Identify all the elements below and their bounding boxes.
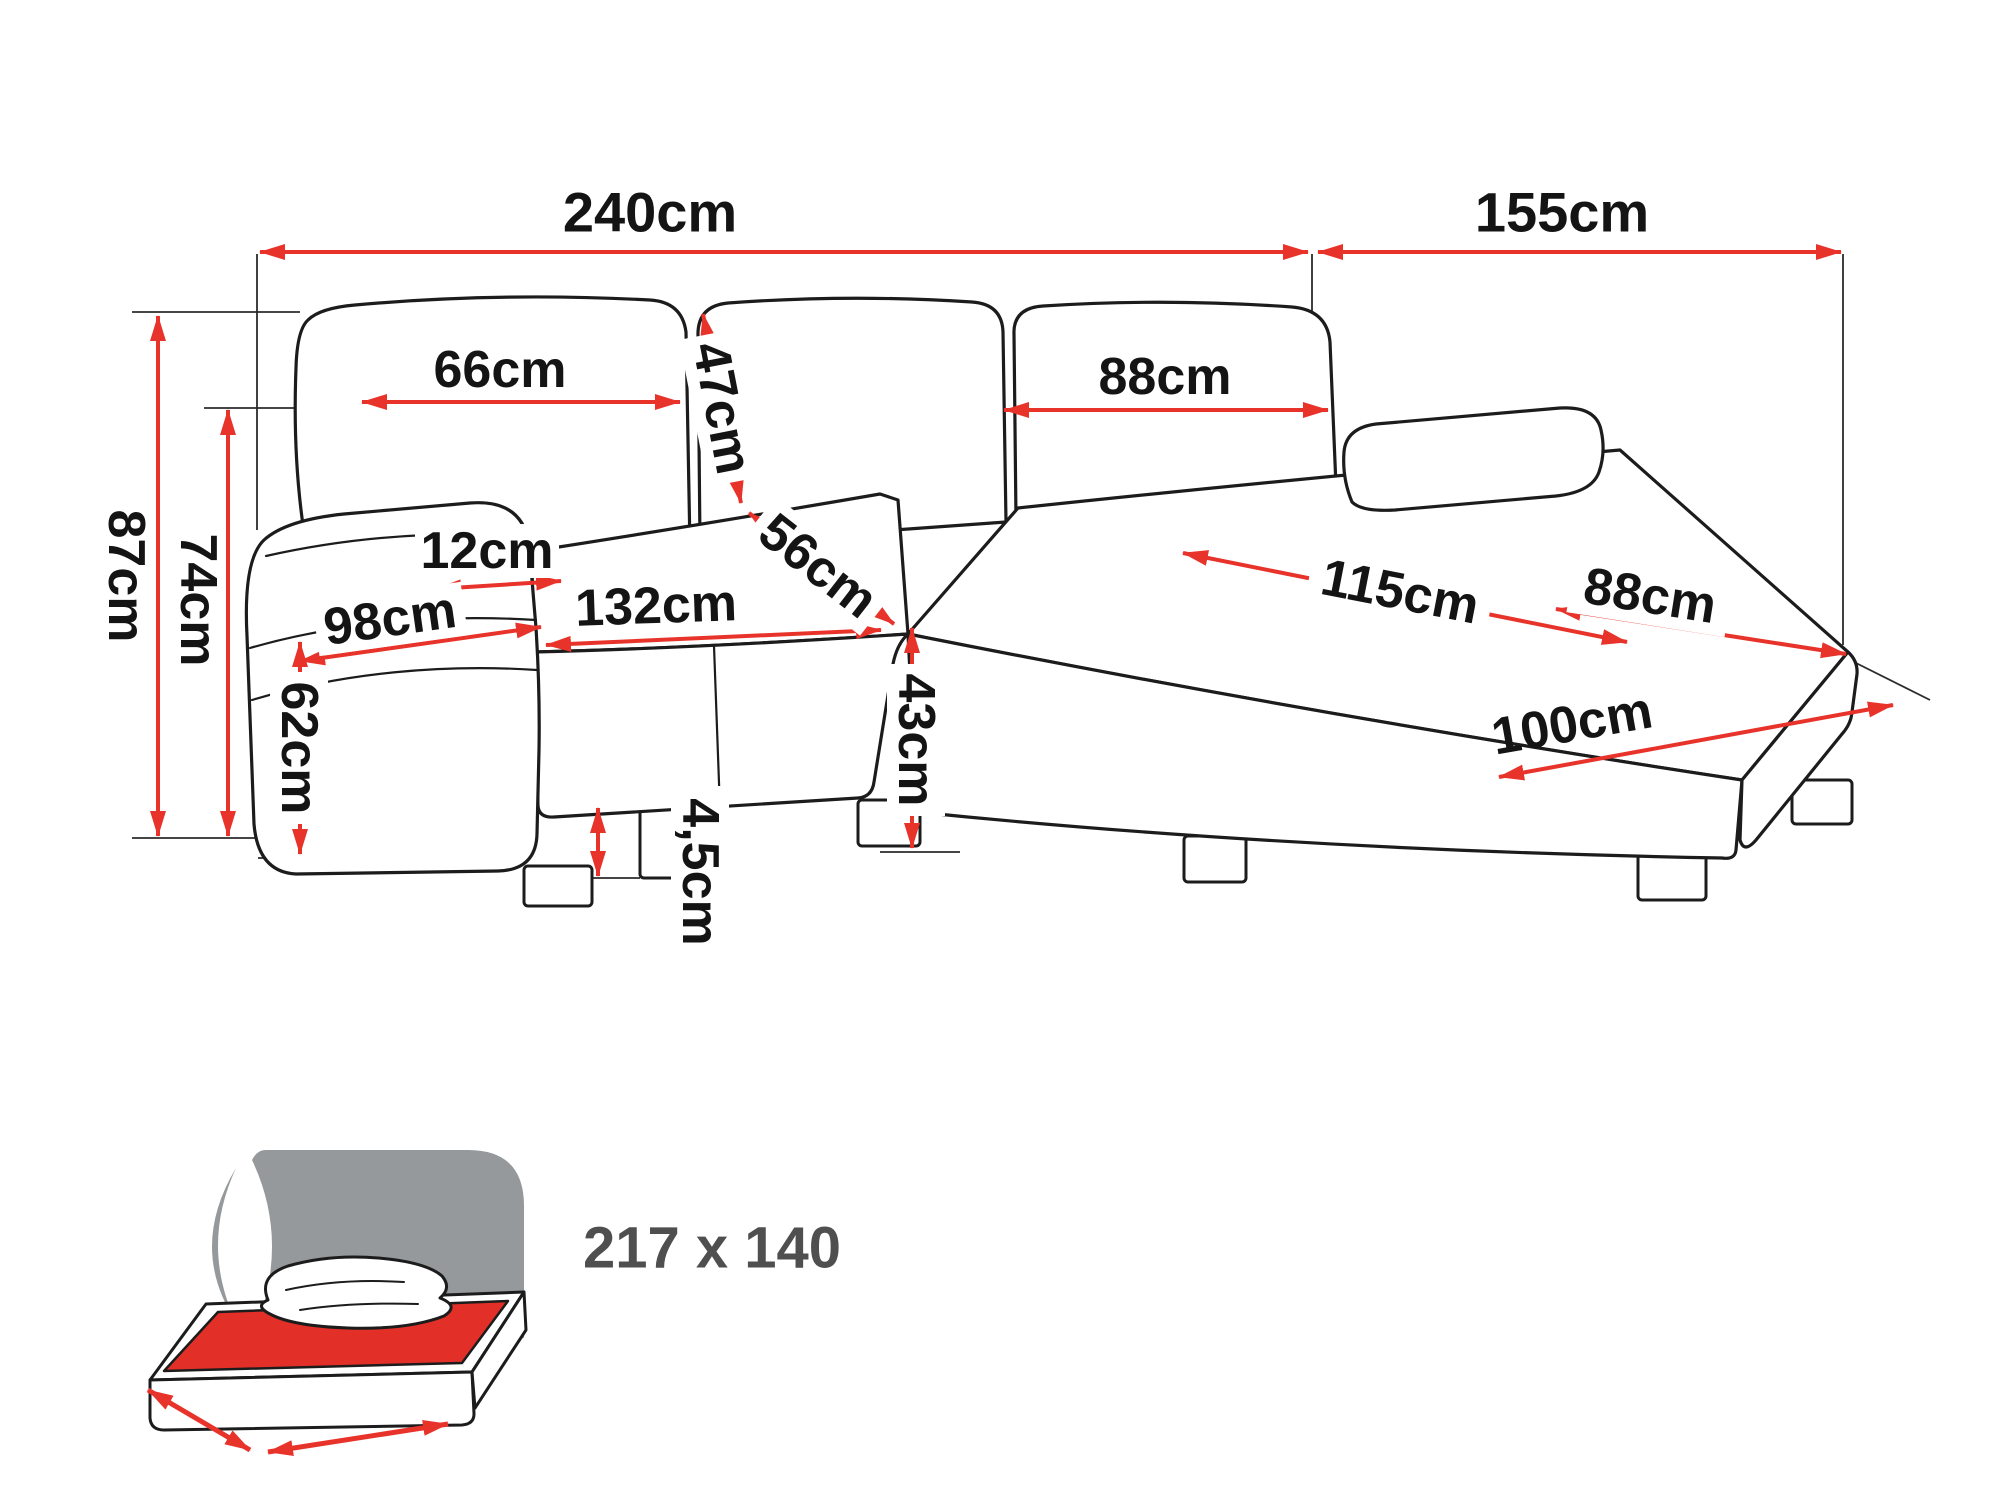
dim-line-seat-width xyxy=(545,623,882,652)
dim-label-seat-height: 43cm xyxy=(887,664,945,816)
crescent-moon-icon xyxy=(212,1168,236,1322)
sofa-leg xyxy=(1182,834,1248,884)
chaise-front-face xyxy=(906,632,1744,860)
sofa-leg xyxy=(522,864,594,908)
dim-text-armrest-top-width: 12cm xyxy=(421,522,554,580)
dim-label-back-cushion-width-left: 66cm xyxy=(434,341,567,399)
dim-line-armrest-depth xyxy=(299,622,542,666)
dim-line-chaise-front-length xyxy=(1498,701,1894,781)
sleeping-function-icon xyxy=(146,1150,2000,1499)
dim-label-total-depth: 155cm xyxy=(1475,181,1649,244)
duvet-icon xyxy=(260,1255,453,1330)
dim-label-leg-height: 4,5cm xyxy=(671,786,729,958)
sleeping-area-text: 217 x 140 xyxy=(583,1216,841,1281)
dim-label-total-width: 240cm xyxy=(563,181,737,244)
dim-label-armrest-top-width: 12cm xyxy=(415,522,559,580)
bed-width-arrow xyxy=(267,1419,449,1457)
seat-cushion-seam xyxy=(712,644,722,812)
mattress-side-face xyxy=(470,1290,528,1410)
dim-text-armrest-front-height: 62cm xyxy=(270,682,328,815)
dim-text-seat-height: 43cm xyxy=(887,674,945,807)
dim-text-backrest-height: 74cm xyxy=(169,534,227,667)
dim-text-total-height: 87cm xyxy=(97,510,155,643)
stars-icon xyxy=(408,1162,2000,1499)
duvet-fold-line-2 xyxy=(299,1302,419,1311)
duvet-fold-line xyxy=(285,1280,405,1291)
dim-label-back-cushion-width-right: 88cm xyxy=(1099,348,1232,406)
bed-depth-arrow xyxy=(146,1387,252,1453)
sofa-leg xyxy=(1636,852,1708,902)
dim-text-leg-height: 4,5cm xyxy=(671,798,729,945)
dim-label-total-height: 87cm xyxy=(97,510,155,643)
dim-label-seat-width: 132cm xyxy=(567,574,745,638)
dim-text-back-cushion-width-left: 66cm xyxy=(434,341,567,399)
dim-text-total-width: 240cm xyxy=(563,181,737,244)
dim-label-backrest-height: 74cm xyxy=(169,534,227,667)
dim-label-armrest-front-height: 62cm xyxy=(270,672,328,824)
sleeping-area-label: 217 x 140 xyxy=(583,1216,841,1281)
dim-label-back-cushion-height: 47cm xyxy=(679,328,765,488)
dim-text-seat-width: 132cm xyxy=(574,574,738,638)
dim-text-back-cushion-width-right: 88cm xyxy=(1099,348,1232,406)
right-armrest xyxy=(1342,406,1605,512)
extension-lines xyxy=(132,254,1931,879)
dim-text-total-depth: 155cm xyxy=(1475,181,1649,244)
